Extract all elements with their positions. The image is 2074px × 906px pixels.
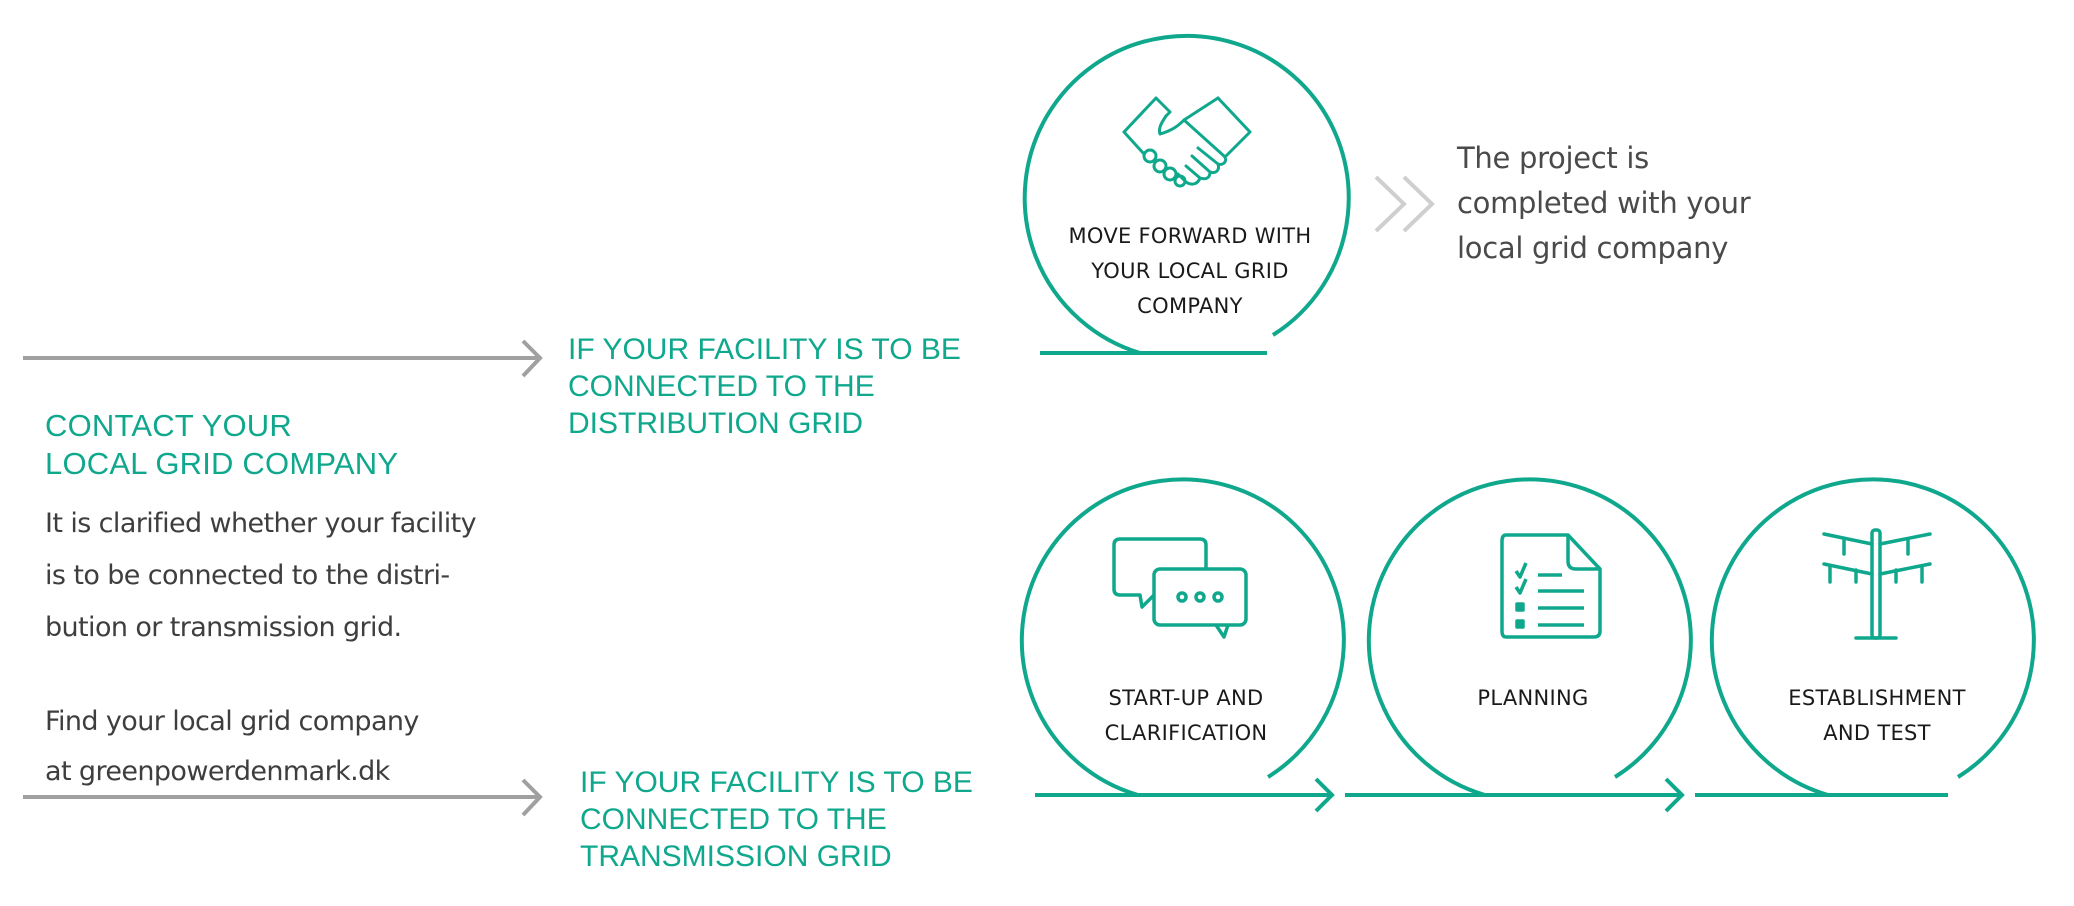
intro-heading-line1: CONTACT YOUR [45, 408, 292, 443]
result-line: The project is [1457, 141, 1649, 175]
step-label-line: ESTABLISHMENT [1788, 686, 1966, 710]
intro-block: CONTACT YOUR LOCAL GRID COMPANY [45, 407, 398, 483]
distribution-step-circle [1022, 33, 1351, 355]
result-line: completed with your [1457, 186, 1751, 220]
double-chevron-right-icon [1374, 175, 1435, 233]
distribution-branch-label: IF YOUR FACILITY IS TO BE CONNECTED TO T… [568, 331, 961, 442]
step-label-line: COMPANY [1137, 294, 1243, 318]
arrow-to-transmission [23, 778, 543, 817]
step-circle-planning [1345, 477, 1693, 813]
step-circle-establishment [1695, 477, 2036, 797]
intro-body-line: It is clarified whether your facility [45, 508, 477, 539]
result-line: local grid company [1457, 231, 1729, 265]
step-label-line: PLANNING [1477, 686, 1589, 710]
branch-label-line: IF YOUR FACILITY IS TO BE [568, 333, 961, 366]
step-label-line: MOVE FORWARD WITH [1068, 224, 1312, 248]
step-label-line: YOUR LOCAL GRID [1091, 259, 1289, 283]
intro-find-text: Find your local grid company at greenpow… [45, 697, 419, 797]
step-label-planning: PLANNING [1383, 681, 1683, 716]
transmission-branch-label: IF YOUR FACILITY IS TO BE CONNECTED TO T… [580, 764, 973, 875]
branch-label-line: IF YOUR FACILITY IS TO BE [580, 766, 973, 799]
power-pylon-icon [1822, 528, 1932, 640]
distribution-step-label: MOVE FORWARD WITH YOUR LOCAL GRID COMPAN… [1040, 219, 1340, 324]
intro-heading-line2: LOCAL GRID COMPANY [45, 446, 399, 481]
branch-label-line: CONNECTED TO THE [580, 803, 887, 836]
handshake-icon [1122, 96, 1252, 188]
branch-label-line: CONNECTED TO THE [568, 370, 875, 403]
step-label-line: AND TEST [1823, 721, 1931, 745]
checklist-document-icon [1500, 533, 1602, 639]
step-label-line: START-UP AND [1108, 686, 1264, 710]
branch-label-line: DISTRIBUTION GRID [568, 407, 864, 440]
step-label-establishment: ESTABLISHMENT AND TEST [1727, 681, 2027, 751]
step-label-line: CLARIFICATION [1104, 721, 1268, 745]
find-company-line: Find your local grid company [45, 706, 419, 737]
distribution-result-text: The project is completed with your local… [1457, 136, 1751, 271]
branch-label-line: TRANSMISSION GRID [580, 840, 892, 873]
step-label-startup: START-UP AND CLARIFICATION [1036, 681, 1336, 751]
chat-bubbles-icon [1112, 537, 1248, 639]
intro-body: It is clarified whether your facility is… [45, 498, 477, 654]
arrow-to-distribution [23, 339, 543, 378]
find-company-link-line: at greenpowerdenmark.dk [45, 756, 390, 787]
step-circle-startup [1019, 477, 1346, 813]
intro-body-line: is to be connected to the distri- [45, 560, 450, 591]
intro-body-line: bution or transmission grid. [45, 612, 402, 643]
